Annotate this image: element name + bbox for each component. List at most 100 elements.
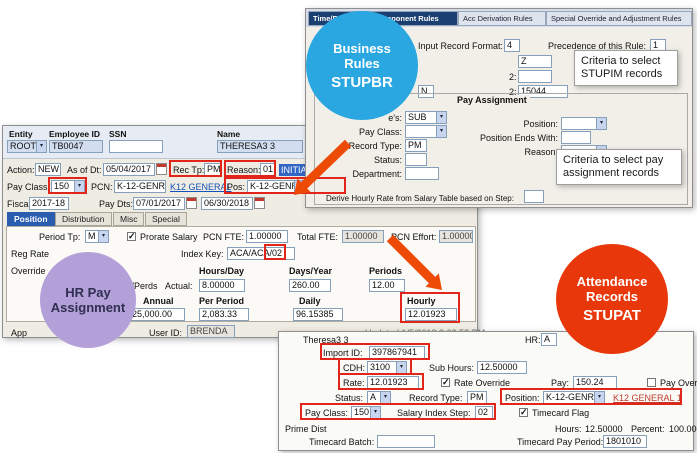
reason-label: Reason: [524, 147, 558, 157]
annual-field[interactable]: 25,000.00 [129, 308, 185, 321]
position-dropdown[interactable]: ▾ [561, 117, 607, 130]
attendance-window: Theresa3 3 HR: A Import ID: 397867941 CD… [278, 331, 697, 451]
import-id-label: Import ID: [323, 348, 363, 358]
pcn-effort-field: 1.00000 [439, 230, 473, 243]
position-dropdown[interactable]: K-12-GENR▾ [543, 391, 605, 404]
rate-field[interactable]: 12.01923 [367, 376, 419, 389]
department-field[interactable] [405, 167, 439, 180]
position-ends-with-field[interactable] [561, 131, 591, 144]
hours-value: 12.50000 [585, 424, 623, 434]
status-label: Status: [373, 155, 402, 165]
pay-label: Pay: [551, 378, 570, 388]
index-key-field[interactable]: ACA/ACA/02 [227, 247, 295, 260]
entity-label: Entity [9, 129, 33, 139]
daily-field[interactable]: 96.15385 [293, 308, 343, 321]
tab-distribution[interactable]: Distribution [55, 212, 112, 226]
tab-special-override-adjustment-rules[interactable]: Special Override and Adjustment Rules [546, 11, 692, 26]
days-year-field[interactable]: 260.00 [289, 279, 331, 292]
calendar-icon[interactable] [186, 197, 197, 209]
sub-hours-field[interactable]: 12.50000 [477, 361, 527, 374]
fiscal-year-field[interactable]: 2017-18 [29, 197, 69, 210]
pay-class-dropdown[interactable]: ▾ [405, 125, 447, 138]
pcn-description-link[interactable]: K12 GENERAL [170, 182, 232, 192]
calendar-icon[interactable] [156, 163, 167, 175]
reason-field[interactable]: 01 [260, 163, 275, 176]
hr-field[interactable]: A [541, 333, 557, 346]
pay-class-dropdown[interactable]: 150▾ [351, 406, 381, 419]
name-field[interactable]: THERESA3 3 [217, 140, 303, 153]
hourly-field[interactable]: 12.01923 [405, 308, 457, 321]
as-of-date-field[interactable]: 05/04/2017 [103, 163, 155, 176]
employee-name-text: Theresa3 3 [303, 335, 349, 345]
r-field-empty[interactable] [518, 70, 552, 83]
prorate-salary-checkbox[interactable] [127, 231, 136, 242]
record-type-field[interactable]: PM [467, 391, 487, 404]
name-label: Name [217, 129, 241, 139]
cdh-dropdown[interactable]: 3100▾ [367, 361, 407, 374]
pay-dates-label: Pay Dts: [99, 199, 134, 209]
pcn-fte-field[interactable]: 1.00000 [246, 230, 288, 243]
status-field[interactable] [405, 153, 427, 166]
import-id-field[interactable]: 397867941 [369, 346, 425, 359]
period-tp-dropdown[interactable]: M▾ [85, 230, 109, 243]
tab-special[interactable]: Special [145, 212, 187, 226]
record-type-field[interactable]: PM [405, 139, 427, 152]
dropdown-arrow-icon[interactable]: ▾ [74, 181, 84, 192]
pay-start-date-field[interactable]: 07/01/2017 [133, 197, 185, 210]
r-field-z[interactable]: Z [518, 55, 552, 68]
dropdown-arrow-icon[interactable]: ▾ [436, 112, 446, 123]
dropdown-arrow-icon[interactable]: ▾ [594, 392, 604, 403]
approve-label: App [11, 328, 28, 338]
hours-label: Hours: [555, 424, 582, 434]
dropdown-arrow-icon[interactable]: ▾ [36, 141, 46, 152]
dropdown-arrow-icon[interactable]: ▾ [380, 392, 390, 403]
pay-class-dropdown[interactable]: 150▾ [51, 180, 85, 193]
entity-dropdown[interactable]: ROOT▾ [7, 140, 47, 153]
employee-type-dropdown[interactable]: SUB▾ [405, 111, 447, 124]
timecard-pay-period-field[interactable]: 1801010 [603, 435, 647, 448]
dropdown-arrow-icon[interactable]: ▾ [436, 126, 446, 137]
employee-id-label: Employee ID [49, 129, 101, 139]
dropdown-arrow-icon[interactable]: ▾ [370, 407, 380, 418]
col-per-period: Per Period [199, 296, 245, 306]
dropdown-arrow-icon[interactable]: ▾ [98, 231, 108, 242]
r-field-n[interactable]: N [418, 85, 434, 98]
r-field-15044[interactable]: 15044 [518, 85, 568, 98]
reg-rate-label: Reg Rate [11, 249, 50, 259]
position-description-link[interactable]: K12 GENERAL 1 [613, 393, 682, 403]
per-period-field[interactable]: 2,083.33 [199, 308, 249, 321]
bubble-code: STUPBR [331, 73, 393, 91]
tab-acc-derivation-rules[interactable]: Acc Derivation Rules [458, 11, 546, 26]
tab-position[interactable]: Position [7, 212, 55, 226]
input-record-format-field[interactable]: 4 [504, 39, 520, 52]
ssn-field[interactable] [109, 140, 163, 153]
position-label: Position: [505, 393, 540, 403]
pay-override-checkbox[interactable] [647, 378, 656, 387]
pcn-field[interactable]: K-12-GENR [114, 180, 166, 193]
action-field[interactable]: NEW [35, 163, 61, 176]
salary-index-step-field[interactable]: 02 [475, 406, 493, 419]
pay-end-date-field[interactable]: 06/30/2018 [201, 197, 253, 210]
rec-tp-label: Rec Tp: [173, 165, 205, 175]
timecard-flag-checkbox[interactable] [519, 407, 528, 418]
hours-day-field[interactable]: 8.00000 [199, 279, 245, 292]
department-label: Department: [352, 169, 402, 179]
col-periods: Periods [369, 266, 403, 276]
calendar-icon[interactable] [254, 197, 265, 209]
tab-misc[interactable]: Misc [113, 212, 145, 226]
derive-hourly-rate-label: Derive Hourly Rate from Salary Table bas… [326, 194, 514, 203]
rec-tp-field[interactable]: PM [204, 163, 221, 176]
input-record-format-label: Input Record Format: [418, 41, 504, 51]
dropdown-arrow-icon[interactable]: ▾ [396, 362, 406, 373]
employee-id-field[interactable]: TB0047 [49, 140, 103, 153]
periods-field[interactable]: 12.00 [369, 279, 405, 292]
pay-field[interactable]: 150.24 [573, 376, 617, 389]
user-id-label: User ID: [149, 328, 183, 338]
status-dropdown[interactable]: A▾ [367, 391, 391, 404]
rate-override-checkbox[interactable] [441, 377, 450, 388]
dropdown-arrow-icon[interactable]: ▾ [596, 118, 606, 129]
pay-class-label: Pay Class: [305, 408, 349, 418]
timecard-batch-field[interactable] [377, 435, 435, 448]
derive-hourly-rate-field[interactable] [524, 190, 544, 203]
